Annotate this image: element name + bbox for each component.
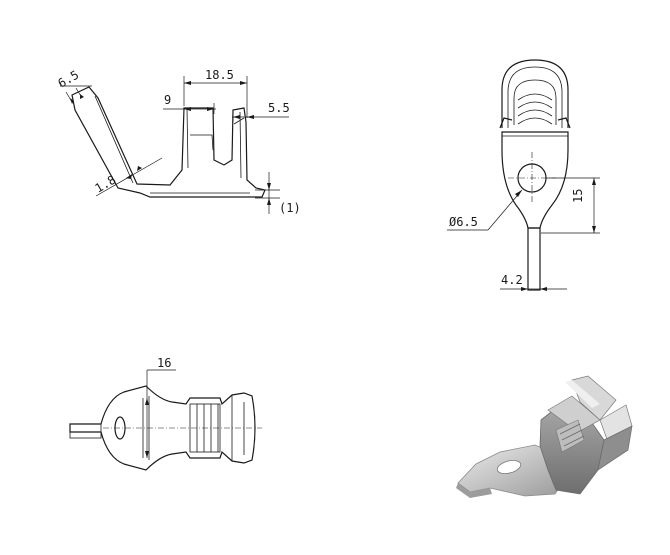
dim-18-5: 18.5 [205,68,234,82]
top-view: 16 [69,356,262,471]
iso-render [456,375,633,498]
dim-tail-width: 4.2 [501,273,523,287]
front-view: Ø6.5 15 4.2 [447,59,600,291]
ring-body [501,131,569,229]
dim-hole-dia: Ø6.5 [449,215,478,229]
dim-center-15: 15 [571,189,585,203]
dim-9: 9 [164,93,171,107]
dim-1-offset: (1) [279,201,301,215]
top-view-outline [69,385,256,471]
dim-6-5-side: 6.5 [56,68,82,91]
side-view-outline [71,86,266,198]
dim-5-5: 5.5 [268,101,290,115]
ring-tail [527,227,541,291]
dim-width-16: 16 [157,356,171,370]
dim-1-8: 1.8 [93,173,119,196]
side-view: 6.5 1.8 18.5 9 5.5 (1) [56,68,301,215]
